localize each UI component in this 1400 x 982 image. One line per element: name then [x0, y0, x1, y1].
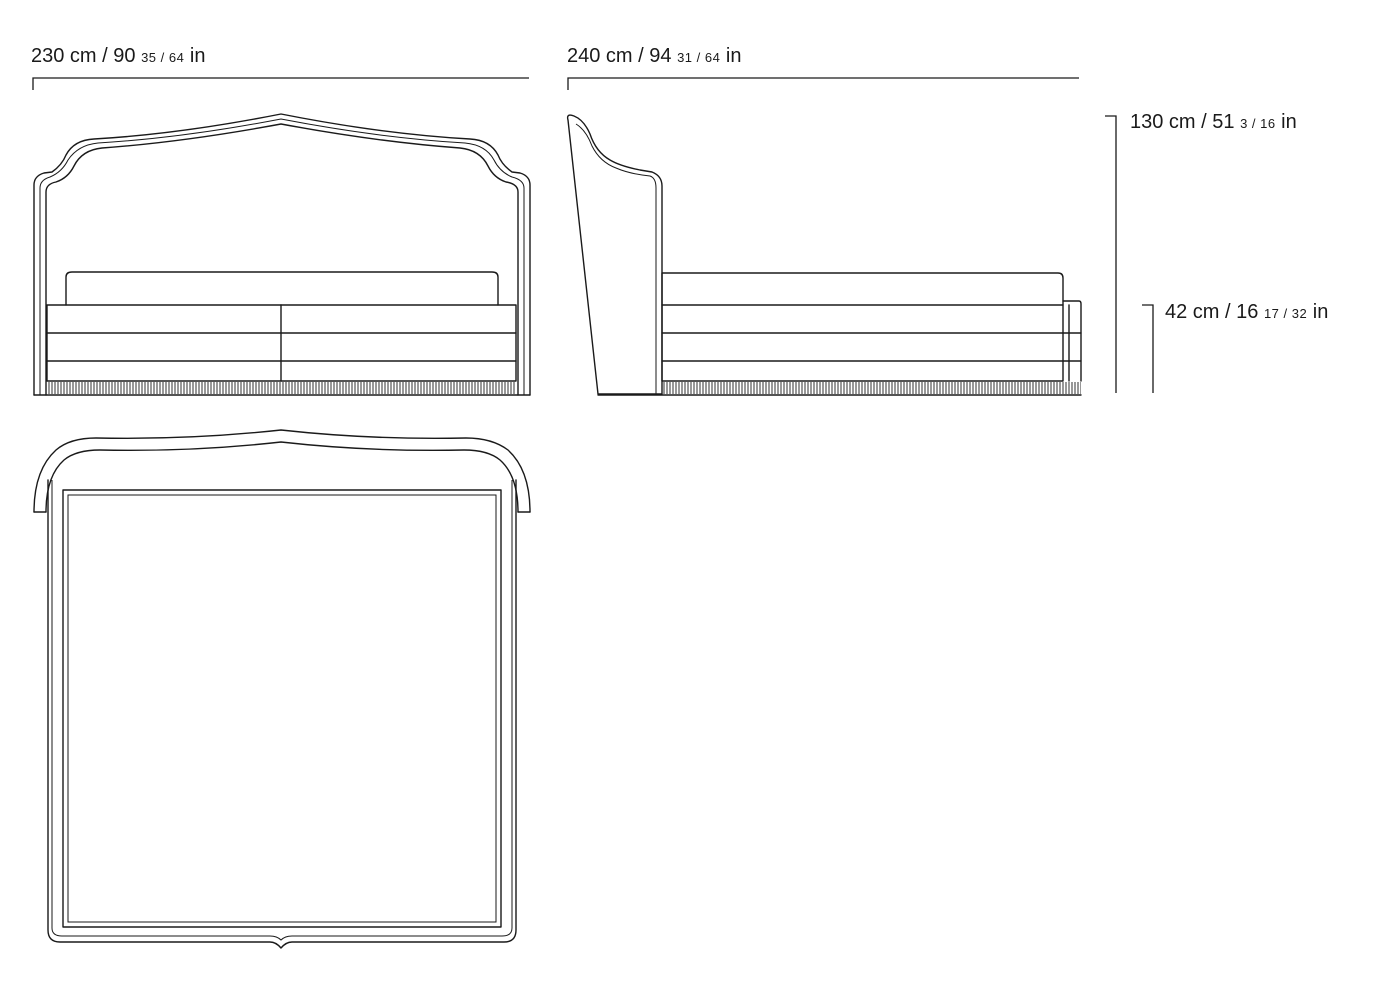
- front-width-dimension-line: [32, 77, 529, 90]
- front-fringe: [47, 382, 516, 394]
- total-height-main: 130 cm / 51: [1130, 111, 1235, 133]
- front-width-label: 230 cm / 90 35 / 64 in: [31, 46, 205, 66]
- side-length-fraction: 31 / 64: [677, 50, 721, 65]
- total-height-label: 130 cm / 51 3 / 16 in: [1130, 112, 1297, 132]
- side-length-main: 240 cm / 94: [567, 45, 672, 67]
- seat-height-dimension-line: [1142, 304, 1154, 393]
- top-bed-frame: [47, 479, 517, 949]
- seat-height-fraction: 17 / 32: [1263, 306, 1308, 321]
- front-headboard-inner: [45, 123, 519, 396]
- top-mattress-inner: [67, 494, 497, 923]
- front-width-fraction: 35 / 64: [141, 50, 185, 65]
- top-view: [33, 429, 531, 949]
- top-headboard-outer: [33, 429, 531, 513]
- front-view: [33, 113, 531, 396]
- side-headboard: [566, 114, 663, 395]
- side-mattress-top: [661, 272, 1064, 306]
- front-width-main: 230 cm / 90: [31, 45, 136, 67]
- seat-height-main: 42 cm / 16: [1165, 301, 1259, 323]
- front-width-unit: in: [189, 45, 206, 67]
- side-length-unit: in: [725, 45, 742, 67]
- side-length-dimension-line: [567, 77, 1079, 90]
- total-height-unit: in: [1281, 111, 1297, 133]
- side-view: [566, 114, 1082, 396]
- front-mattress-top: [65, 271, 499, 306]
- total-height-dimension-line: [1105, 115, 1117, 393]
- top-mattress-outer: [62, 489, 502, 928]
- total-height-fraction: 3 / 16: [1240, 116, 1276, 131]
- seat-height-label: 42 cm / 16 17 / 32 in: [1165, 302, 1328, 322]
- side-length-label: 240 cm / 94 31 / 64 in: [567, 46, 741, 66]
- top-headboard-inner: [45, 441, 519, 513]
- seat-height-unit: in: [1312, 301, 1329, 323]
- side-fringe: [662, 382, 1081, 394]
- side-base: [661, 304, 1064, 382]
- front-headboard-outer: [33, 113, 531, 396]
